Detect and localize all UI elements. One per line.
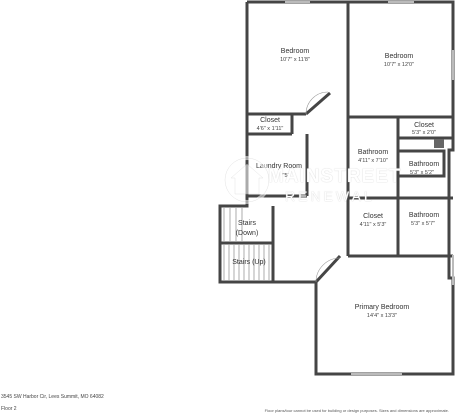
room-name: Closet xyxy=(414,122,434,129)
room-name: (Down) xyxy=(236,230,259,237)
floor-label: Floor 2 xyxy=(1,406,17,412)
wall-primary-diag xyxy=(314,254,342,284)
wall-bedroom1-diag xyxy=(305,91,331,116)
room-name: Bathroom xyxy=(409,161,440,168)
address: 3545 SW Harbor Cir, Lees Summit, MO 6408… xyxy=(1,394,104,400)
door-arc xyxy=(315,257,341,283)
room-name: Bedroom xyxy=(385,53,414,60)
fixtures xyxy=(305,91,444,283)
vent-icon xyxy=(434,139,444,148)
room-name: Laundry Room xyxy=(256,163,302,170)
watermark-brand: MAINSTREET xyxy=(268,166,402,187)
watermark-sub: RENEWAL xyxy=(285,188,375,204)
room-dim: 5'3" x 5'2" xyxy=(410,170,434,176)
room-name: Stairs (Up) xyxy=(232,259,265,266)
room-labels: Bedroom 10'7" x 11'8" Bedroom 10'7" x 12… xyxy=(232,48,439,319)
room-dim: 4'6" x 1'11" xyxy=(257,126,284,132)
walls xyxy=(218,0,455,376)
door-arc xyxy=(305,91,329,115)
room-name: Primary Bedroom xyxy=(355,304,410,311)
disclaimer: Floor plans/tour cannot be used for buil… xyxy=(264,408,449,413)
exterior-wall xyxy=(218,0,455,376)
room-name: Closet xyxy=(363,213,383,220)
room-name: Bedroom xyxy=(281,48,310,55)
room-name: Closet xyxy=(260,117,280,124)
room-dim: 14'4" x 13'3" xyxy=(367,313,397,319)
room-dim: 4'11" x 7'10" xyxy=(358,158,388,164)
room-dim: 5'3" x 2'0" xyxy=(412,130,436,136)
windows xyxy=(285,1,454,375)
stair-treads xyxy=(223,208,270,280)
room-dim: 10'7" x 11'8" xyxy=(280,57,310,63)
room-name: Bathroom xyxy=(409,212,440,219)
room-dim: 5'3" x 5'7" xyxy=(411,221,435,227)
wall-bath-notch xyxy=(398,149,446,178)
room-name: Stairs xyxy=(238,220,256,227)
room-name: Bathroom xyxy=(358,149,389,156)
room-dim: 10'7" x 12'0" xyxy=(384,62,414,68)
room-dim: 7'5" xyxy=(280,173,289,179)
watermark-logo xyxy=(223,156,271,204)
room-dim: 4'11" x 5'3" xyxy=(360,222,387,228)
